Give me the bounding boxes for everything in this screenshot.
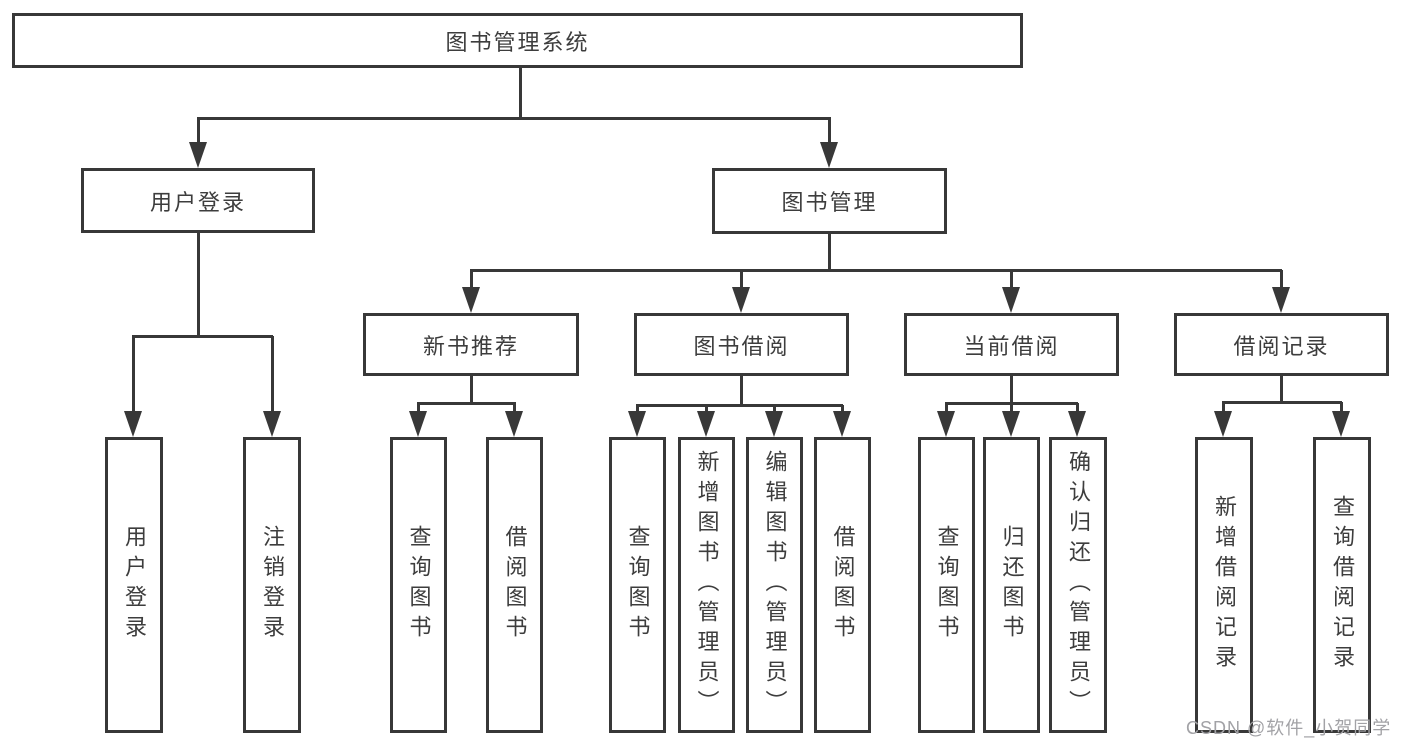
connector-stub: [271, 336, 274, 411]
arrow-down-icon: [189, 142, 207, 168]
arrow-down-icon: [409, 411, 427, 437]
arrow-down-icon: [505, 411, 523, 437]
leaf-add-books-admin: 新增图书（管理员）: [678, 437, 735, 733]
node-label: 图书管理系统: [445, 29, 590, 55]
arrow-down-icon: [1332, 411, 1350, 437]
leaf-label: 新增借阅记录: [1212, 495, 1237, 675]
connector-stub: [513, 403, 516, 411]
connector-root-horizontal: [197, 117, 831, 120]
arrow-down-icon: [1002, 287, 1020, 313]
leaf-label: 用户登录: [122, 525, 147, 645]
leaf-borrow-books-recommend: 借阅图书: [486, 437, 543, 733]
connector-userlogin-horizontal: [132, 335, 273, 338]
arrow-down-icon: [1002, 411, 1020, 437]
arrow-down-icon: [732, 287, 750, 313]
connector-stub: [773, 405, 776, 411]
node-user-login-group: 用户登录: [81, 168, 315, 233]
leaf-add-borrow-record: 新增借阅记录: [1195, 437, 1253, 733]
node-new-book-recommendation: 新书推荐: [363, 313, 579, 376]
node-book-management-group: 图书管理: [712, 168, 947, 234]
arrow-down-icon: [765, 411, 783, 437]
leaf-query-books-borrowing: 查询图书: [609, 437, 666, 733]
node-borrowing-records: 借阅记录: [1174, 313, 1389, 376]
leaf-label: 查询图书: [934, 525, 960, 645]
csdn-watermark: CSDN @软件_小贺同学: [1186, 718, 1392, 738]
leaf-label: 编辑图书（管理员）: [762, 450, 788, 720]
node-label: 图书管理: [781, 190, 878, 215]
node-label: 借阅记录: [1233, 333, 1330, 359]
leaf-label: 查询图书: [406, 525, 432, 645]
node-book-borrowing: 图书借阅: [634, 313, 849, 376]
leaf-query-books-current: 查询图书: [918, 437, 975, 733]
connector-stub: [197, 118, 200, 143]
connector-bookmgmt-vertical: [828, 234, 831, 271]
connector-records-horizontal: [1222, 401, 1342, 404]
node-label: 新书推荐: [422, 333, 519, 359]
leaf-return-books: 归还图书: [983, 437, 1040, 733]
leaf-borrow-books: 借阅图书: [814, 437, 871, 733]
connector-borrow-horizontal: [636, 404, 843, 407]
connector-newbook-horizontal: [417, 402, 516, 405]
arrow-down-icon: [1272, 287, 1290, 313]
leaf-label: 借阅图书: [830, 525, 856, 645]
connector-borrow-vertical: [740, 376, 743, 405]
leaf-label: 查询图书: [625, 525, 651, 645]
connector-stub: [1076, 403, 1079, 411]
node-library-management-system: 图书管理系统: [12, 13, 1023, 68]
node-current-borrowing: 当前借阅: [904, 313, 1119, 376]
leaf-query-borrow-record: 查询借阅记录: [1313, 437, 1371, 733]
arrow-down-icon: [820, 142, 838, 168]
connector-stub: [705, 405, 708, 411]
connector-stub: [1340, 402, 1343, 411]
leaf-user-login: 用户登录: [105, 437, 163, 733]
connector-stub: [1280, 270, 1283, 288]
arrow-down-icon: [1068, 411, 1086, 437]
connector-stub: [841, 405, 844, 411]
arrow-down-icon: [462, 287, 480, 313]
leaf-label: 确认归还（管理员）: [1066, 450, 1091, 720]
connector-stub: [132, 336, 135, 411]
arrow-down-icon: [124, 411, 142, 437]
connector-userlogin-vertical: [197, 233, 200, 336]
connector-bookmgmt-horizontal: [470, 269, 1282, 272]
arrow-down-icon: [937, 411, 955, 437]
node-label: 用户登录: [149, 189, 246, 215]
arrow-down-icon: [628, 411, 646, 437]
leaf-label: 借阅图书: [502, 525, 528, 645]
arrow-down-icon: [697, 411, 715, 437]
connector-stub: [636, 405, 639, 411]
leaf-query-books-recommend: 查询图书: [390, 437, 447, 733]
connector-stub: [1010, 403, 1013, 411]
arrow-down-icon: [1214, 411, 1232, 437]
leaf-confirm-return-admin: 确认归还（管理员）: [1049, 437, 1107, 733]
connector-current-vertical: [1010, 376, 1013, 404]
leaf-logout: 注销登录: [243, 437, 301, 733]
connector-stub: [1222, 402, 1225, 411]
leaf-label: 新增图书（管理员）: [694, 450, 720, 720]
connector-stub: [417, 403, 420, 411]
leaf-edit-books-admin: 编辑图书（管理员）: [746, 437, 803, 733]
node-label: 当前借阅: [963, 333, 1060, 359]
connector-stub: [945, 403, 948, 411]
connector-root-vertical: [519, 68, 522, 119]
connector-stub: [470, 270, 473, 288]
connector-newbook-vertical: [470, 376, 473, 404]
node-label: 图书借阅: [693, 333, 790, 359]
arrow-down-icon: [263, 411, 281, 437]
connector-records-vertical: [1280, 376, 1283, 403]
leaf-label: 注销登录: [260, 525, 285, 645]
arrow-down-icon: [833, 411, 851, 437]
connector-stub: [1010, 270, 1013, 288]
leaf-label: 归还图书: [999, 525, 1025, 645]
connector-stub: [740, 270, 743, 288]
leaf-label: 查询借阅记录: [1330, 495, 1355, 675]
connector-stub: [828, 118, 831, 143]
